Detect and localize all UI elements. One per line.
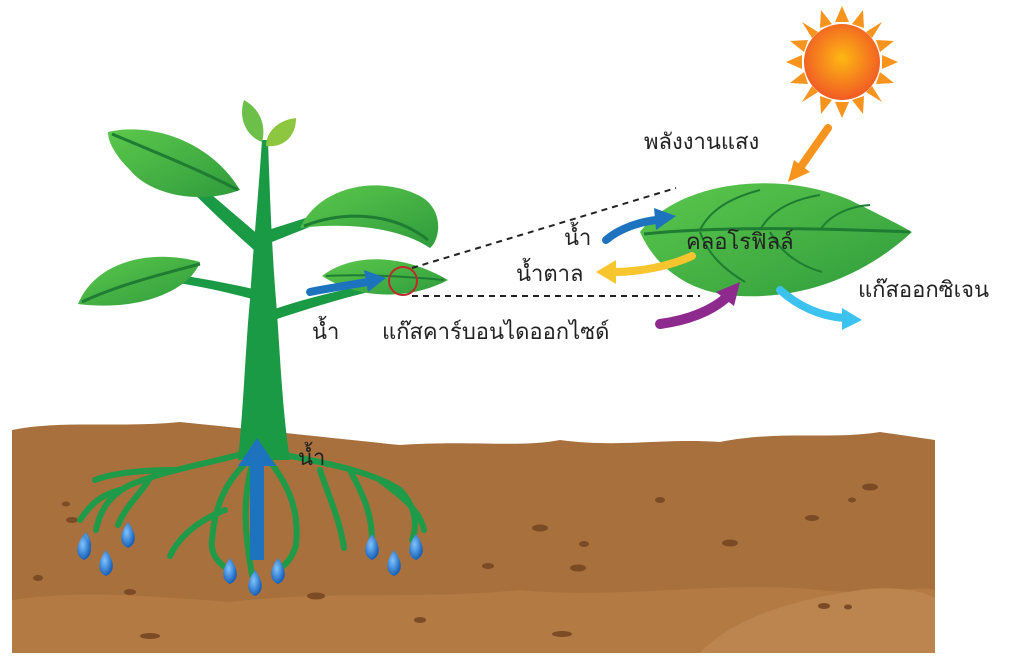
label-water-stem: น้ำ — [312, 322, 339, 344]
leaf-sprout-right — [266, 118, 296, 146]
label-sugar: น้ำตาล — [516, 264, 584, 286]
light-energy-arrow — [788, 128, 828, 182]
label-carbon-dioxide: แก๊สคาร์บอนไดออกไซด์ — [382, 322, 609, 344]
oxygen-arrow — [780, 290, 862, 330]
sun-icon — [786, 6, 898, 118]
label-light-energy: พลังงานแสง — [644, 132, 759, 154]
soil — [12, 422, 935, 653]
label-chlorophyll: คลอโรฟิลล์ — [686, 232, 794, 254]
label-oxygen: แก๊สออกซิเจน — [858, 280, 989, 302]
leaf-sprout-left — [242, 100, 263, 142]
label-water-leaf: น้ำ — [564, 228, 591, 250]
label-water-root: น้ำ — [298, 448, 325, 470]
